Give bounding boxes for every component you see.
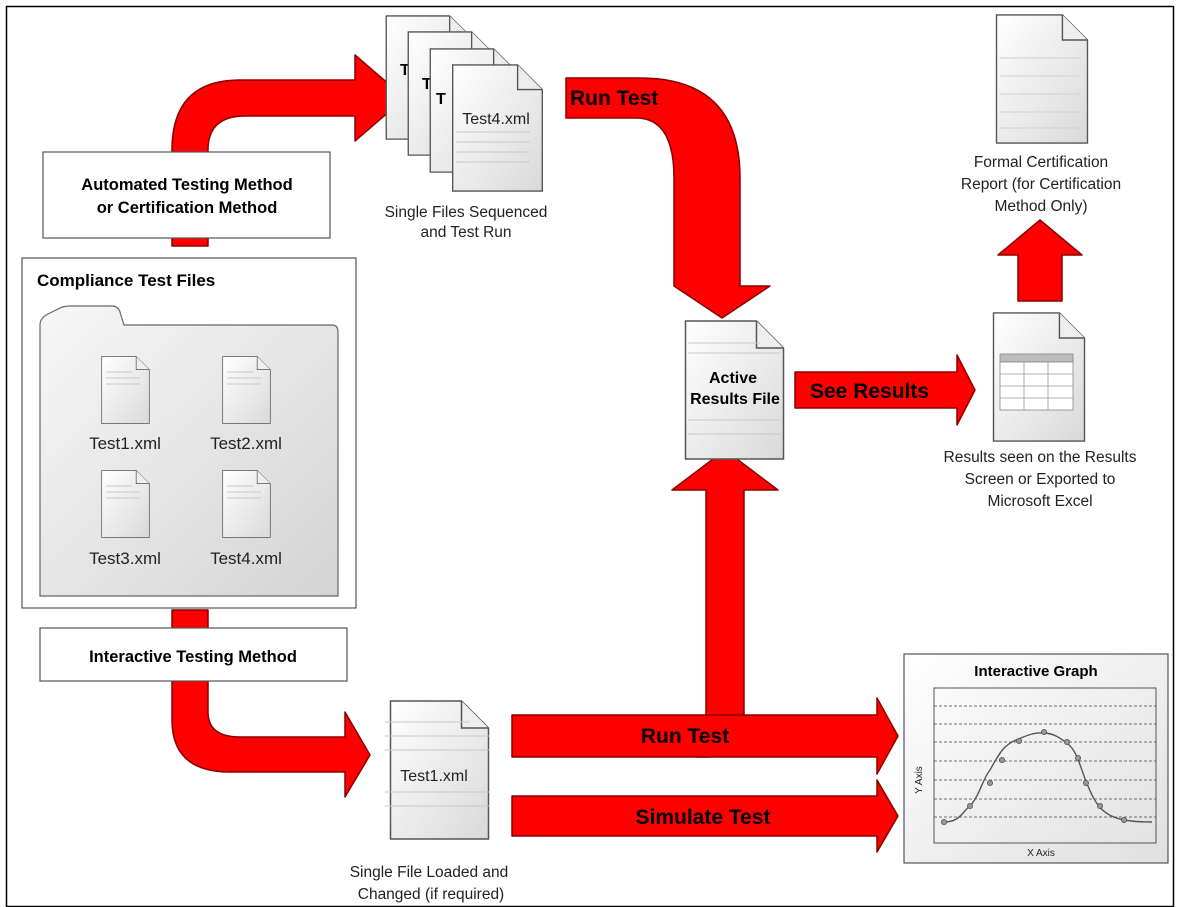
interactive-method-label: Interactive Testing Method — [89, 648, 297, 666]
automated-method-box: Automated Testing Method or Certificatio… — [42, 151, 331, 239]
compliance-files-title: Compliance Test Files — [37, 271, 215, 290]
graph-plot-area — [933, 687, 1157, 844]
arrow-run-test-bottom — [511, 697, 899, 775]
report-caption-line3: Method Only) — [994, 198, 1087, 215]
simulate-test-label: Simulate Test — [636, 806, 771, 829]
active-results-line2: Results File — [690, 391, 780, 408]
svg-text:T: T — [422, 76, 432, 93]
graph-gridlines — [934, 705, 1156, 818]
sequenced-file-stack: Te T T Test4.xml — [385, 15, 544, 192]
arrow-to-report — [997, 219, 1083, 302]
graph-points — [941, 729, 1128, 826]
arrow-simulate-test — [511, 779, 899, 853]
folder-file-3-label: Test3.xml — [89, 549, 161, 568]
arrow-see-results — [794, 354, 976, 426]
run-test-bottom-label: Run Test — [641, 725, 729, 748]
folder-file-2: Test2.xml — [210, 356, 282, 453]
graph-ylabel: Y Axis — [914, 766, 925, 794]
results-caption-line2: Screen or Exported to — [965, 471, 1116, 488]
results-spreadsheet-doc — [992, 312, 1086, 442]
compliance-files-box: Compliance Test Files — [21, 257, 357, 609]
automated-method-line2: or Certification Method — [97, 199, 278, 217]
run-test-top-label: Run Test — [570, 87, 658, 110]
stack-caption-line1: Single Files Sequenced — [385, 204, 548, 221]
folder-icon — [39, 305, 339, 597]
interactive-graph-panel: Interactive Graph Y Axis X Axis — [903, 653, 1169, 864]
results-caption-line1: Results seen on the Results — [944, 449, 1137, 466]
folder-file-1-label: Test1.xml — [89, 434, 161, 453]
stacked-doc-4 — [451, 64, 544, 192]
report-caption-line1: Formal Certification — [974, 154, 1108, 171]
active-results-line1: Active — [709, 370, 757, 387]
see-results-label: See Results — [810, 380, 929, 403]
arrow-automated-to-sequence — [171, 54, 406, 247]
folder-file-3: Test3.xml — [89, 470, 161, 568]
folder-file-2-label: Test2.xml — [210, 434, 282, 453]
graph-xlabel: X Axis — [1027, 848, 1055, 859]
arrow-run-test-top — [565, 77, 771, 319]
active-results-file: Active Results File — [684, 320, 785, 460]
graph-title: Interactive Graph — [974, 663, 1097, 680]
automated-method-line1: Automated Testing Method — [81, 176, 292, 194]
single-file-doc: Test1.xml — [385, 700, 490, 840]
folder-file-4-label: Test4.xml — [210, 549, 282, 568]
single-file-label: Test1.xml — [400, 768, 468, 785]
svg-text:T: T — [436, 91, 446, 108]
folder-file-4: Test4.xml — [210, 470, 282, 568]
folder-file-1: Test1.xml — [89, 356, 161, 453]
single-caption-line1: Single File Loaded and — [350, 864, 509, 881]
single-caption-line2: Changed (if required) — [358, 886, 504, 903]
stack-caption-line2: and Test Run — [420, 224, 511, 241]
arrow-interactive-to-single — [171, 609, 371, 798]
stack-file-label: Test4.xml — [462, 111, 530, 128]
interactive-method-box: Interactive Testing Method — [39, 627, 348, 682]
results-caption-line3: Microsoft Excel — [987, 493, 1092, 510]
report-caption-line2: Report (for Certification — [961, 176, 1121, 193]
certification-report-doc — [995, 14, 1089, 144]
